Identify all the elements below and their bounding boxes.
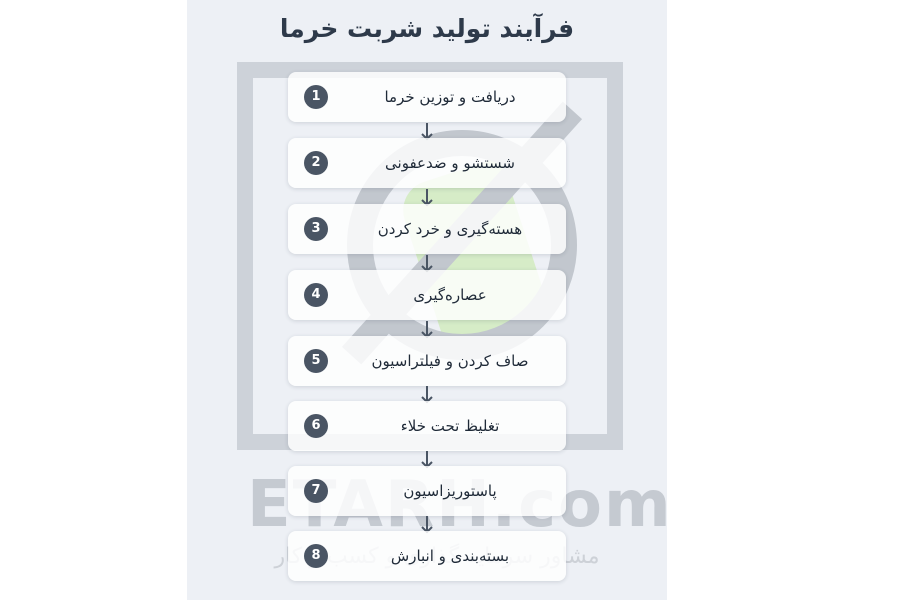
step-box-8: 8 بسته‌بندی و انبارش xyxy=(288,531,566,581)
step-label: پاستوریزاسیون xyxy=(403,482,497,500)
step-number-badge: 2 xyxy=(304,151,328,175)
step-box-6: 6 تغلیظ تحت خلاء xyxy=(288,401,566,451)
step-number-badge: 1 xyxy=(304,85,328,109)
step-box-5: 5 صاف کردن و فیلتراسیون xyxy=(288,336,566,386)
diagram-title: فرآیند تولید شربت خرما xyxy=(279,14,575,43)
step-box-1: 1 دریافت و توزین خرما xyxy=(288,72,566,122)
step-number-badge: 4 xyxy=(304,283,328,307)
step-label: شستشو و ضدعفونی xyxy=(385,154,515,172)
step-number-badge: 3 xyxy=(304,217,328,241)
diagram-canvas: ETARH.com مشاور سرمایه گذاری و کسب و کار… xyxy=(187,0,667,600)
step-label: صاف کردن و فیلتراسیون xyxy=(371,352,529,370)
step-label: بسته‌بندی و انبارش xyxy=(390,547,510,565)
step-number-badge: 7 xyxy=(304,479,328,503)
step-number-badge: 6 xyxy=(304,414,328,438)
step-box-2: 2 شستشو و ضدعفونی xyxy=(288,138,566,188)
step-box-4: 4 عصاره‌گیری xyxy=(288,270,566,320)
step-label: هسته‌گیری و خرد کردن xyxy=(377,220,523,238)
step-number-badge: 5 xyxy=(304,349,328,373)
step-box-3: 3 هسته‌گیری و خرد کردن xyxy=(288,204,566,254)
step-label: عصاره‌گیری xyxy=(413,286,487,304)
step-label: تغلیظ تحت خلاء xyxy=(400,417,500,435)
step-number-badge: 8 xyxy=(304,544,328,568)
step-box-7: 7 پاستوریزاسیون xyxy=(288,466,566,516)
step-label: دریافت و توزین خرما xyxy=(384,88,516,106)
